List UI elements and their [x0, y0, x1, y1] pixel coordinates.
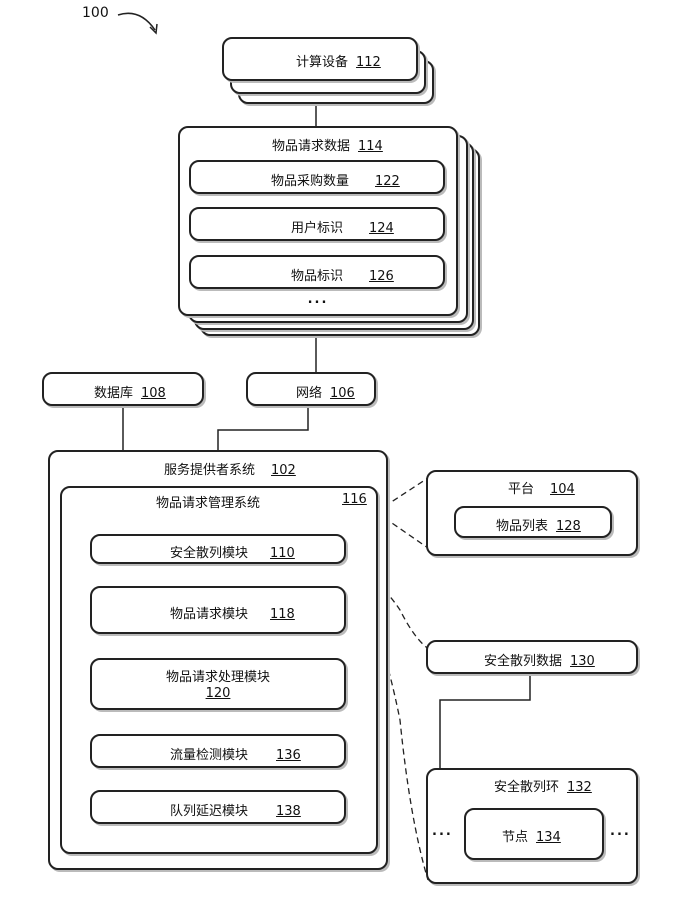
module-num: 138	[276, 804, 301, 819]
network-box: 网络 106	[246, 372, 376, 406]
module-num: 110	[270, 546, 295, 561]
item-list-box: 物品列表 128	[454, 506, 612, 538]
module-label: 物品请求处理模块	[92, 666, 344, 685]
service-provider-num: 102	[271, 463, 296, 478]
module-num: 136	[276, 748, 301, 763]
hash-ring-num: 132	[567, 780, 592, 795]
computing-device-box: 计算设备 112	[222, 37, 418, 81]
secure-hash-data-num: 130	[570, 654, 595, 669]
module-label: 安全散列模块	[170, 546, 248, 561]
item-request-data-box: 物品请求数据 114 物品采购数量 122 用户标识 124 物品标识 126 ...	[178, 126, 458, 316]
computing-device-label: 计算设备	[296, 55, 348, 70]
data-field-num: 124	[369, 221, 394, 236]
module-queue-delay: 队列延迟模块 138	[90, 790, 346, 824]
secure-hash-data-label: 安全散列数据	[484, 654, 562, 669]
module-traffic-detection: 流量检测模块 136	[90, 734, 346, 768]
item-request-data-num: 114	[358, 139, 383, 154]
secure-hash-data-box: 安全散列数据 130	[426, 640, 638, 674]
data-field-label: 物品采购数量	[271, 174, 349, 189]
module-request-processing: 物品请求处理模块 120	[90, 658, 346, 710]
database-num: 108	[141, 386, 166, 401]
data-field-label: 物品标识	[291, 269, 343, 284]
node-num: 134	[536, 830, 561, 845]
network-label: 网络	[296, 386, 322, 401]
node-label: 节点	[502, 830, 528, 845]
module-item-request: 物品请求模块 118	[90, 586, 346, 634]
data-field-user-id: 用户标识 124	[189, 207, 445, 241]
module-secure-hash: 安全散列模块 110	[90, 534, 346, 564]
module-label: 队列延迟模块	[170, 804, 248, 819]
figure-reference: 100	[82, 5, 109, 21]
database-box: 数据库 108	[42, 372, 204, 406]
module-num: 118	[270, 607, 295, 622]
hash-ring-ellipsis-left: ...	[432, 824, 453, 839]
item-request-data-label: 物品请求数据	[272, 139, 350, 154]
database-label: 数据库	[94, 386, 133, 401]
platform-num: 104	[550, 482, 575, 497]
item-request-mgmt-box: 物品请求管理系统 116 安全散列模块 110 物品请求模块 118 物品请求处理模…	[60, 486, 378, 854]
node-box: 节点 134	[464, 808, 604, 860]
figure-ref-arrow	[118, 13, 155, 30]
module-num: 120	[92, 686, 344, 701]
network-num: 106	[330, 386, 355, 401]
item-list-num: 128	[556, 519, 581, 534]
data-field-label: 用户标识	[291, 221, 343, 236]
data-field-item-id: 物品标识 126	[189, 255, 445, 289]
hash-ring-ellipsis-right: ...	[610, 824, 631, 839]
hash-ring-label: 安全散列环	[494, 780, 559, 795]
data-field-num: 122	[375, 174, 400, 189]
item-list-label: 物品列表	[496, 519, 548, 534]
data-ellipsis: ...	[180, 292, 456, 307]
network-to-provider-line	[218, 405, 308, 450]
mgmt-label: 物品请求管理系统	[156, 496, 260, 511]
computing-device-num: 112	[356, 55, 381, 70]
service-provider-label: 服务提供者系统	[164, 463, 255, 478]
platform-box: 平台 104 物品列表 128	[426, 470, 638, 556]
data-field-num: 126	[369, 269, 394, 284]
module-label: 物品请求模块	[170, 607, 248, 622]
mgmt-num: 116	[342, 492, 367, 507]
data-field-purchase-qty: 物品采购数量 122	[189, 160, 445, 194]
module-label: 流量检测模块	[170, 748, 248, 763]
secure-hash-ring-box: 安全散列环 132 ... 节点 134 ...	[426, 768, 638, 884]
platform-label: 平台	[508, 482, 534, 497]
service-provider-box: 服务提供者系统 102 物品请求管理系统 116 安全散列模块 110 物品请求模块…	[48, 450, 388, 870]
